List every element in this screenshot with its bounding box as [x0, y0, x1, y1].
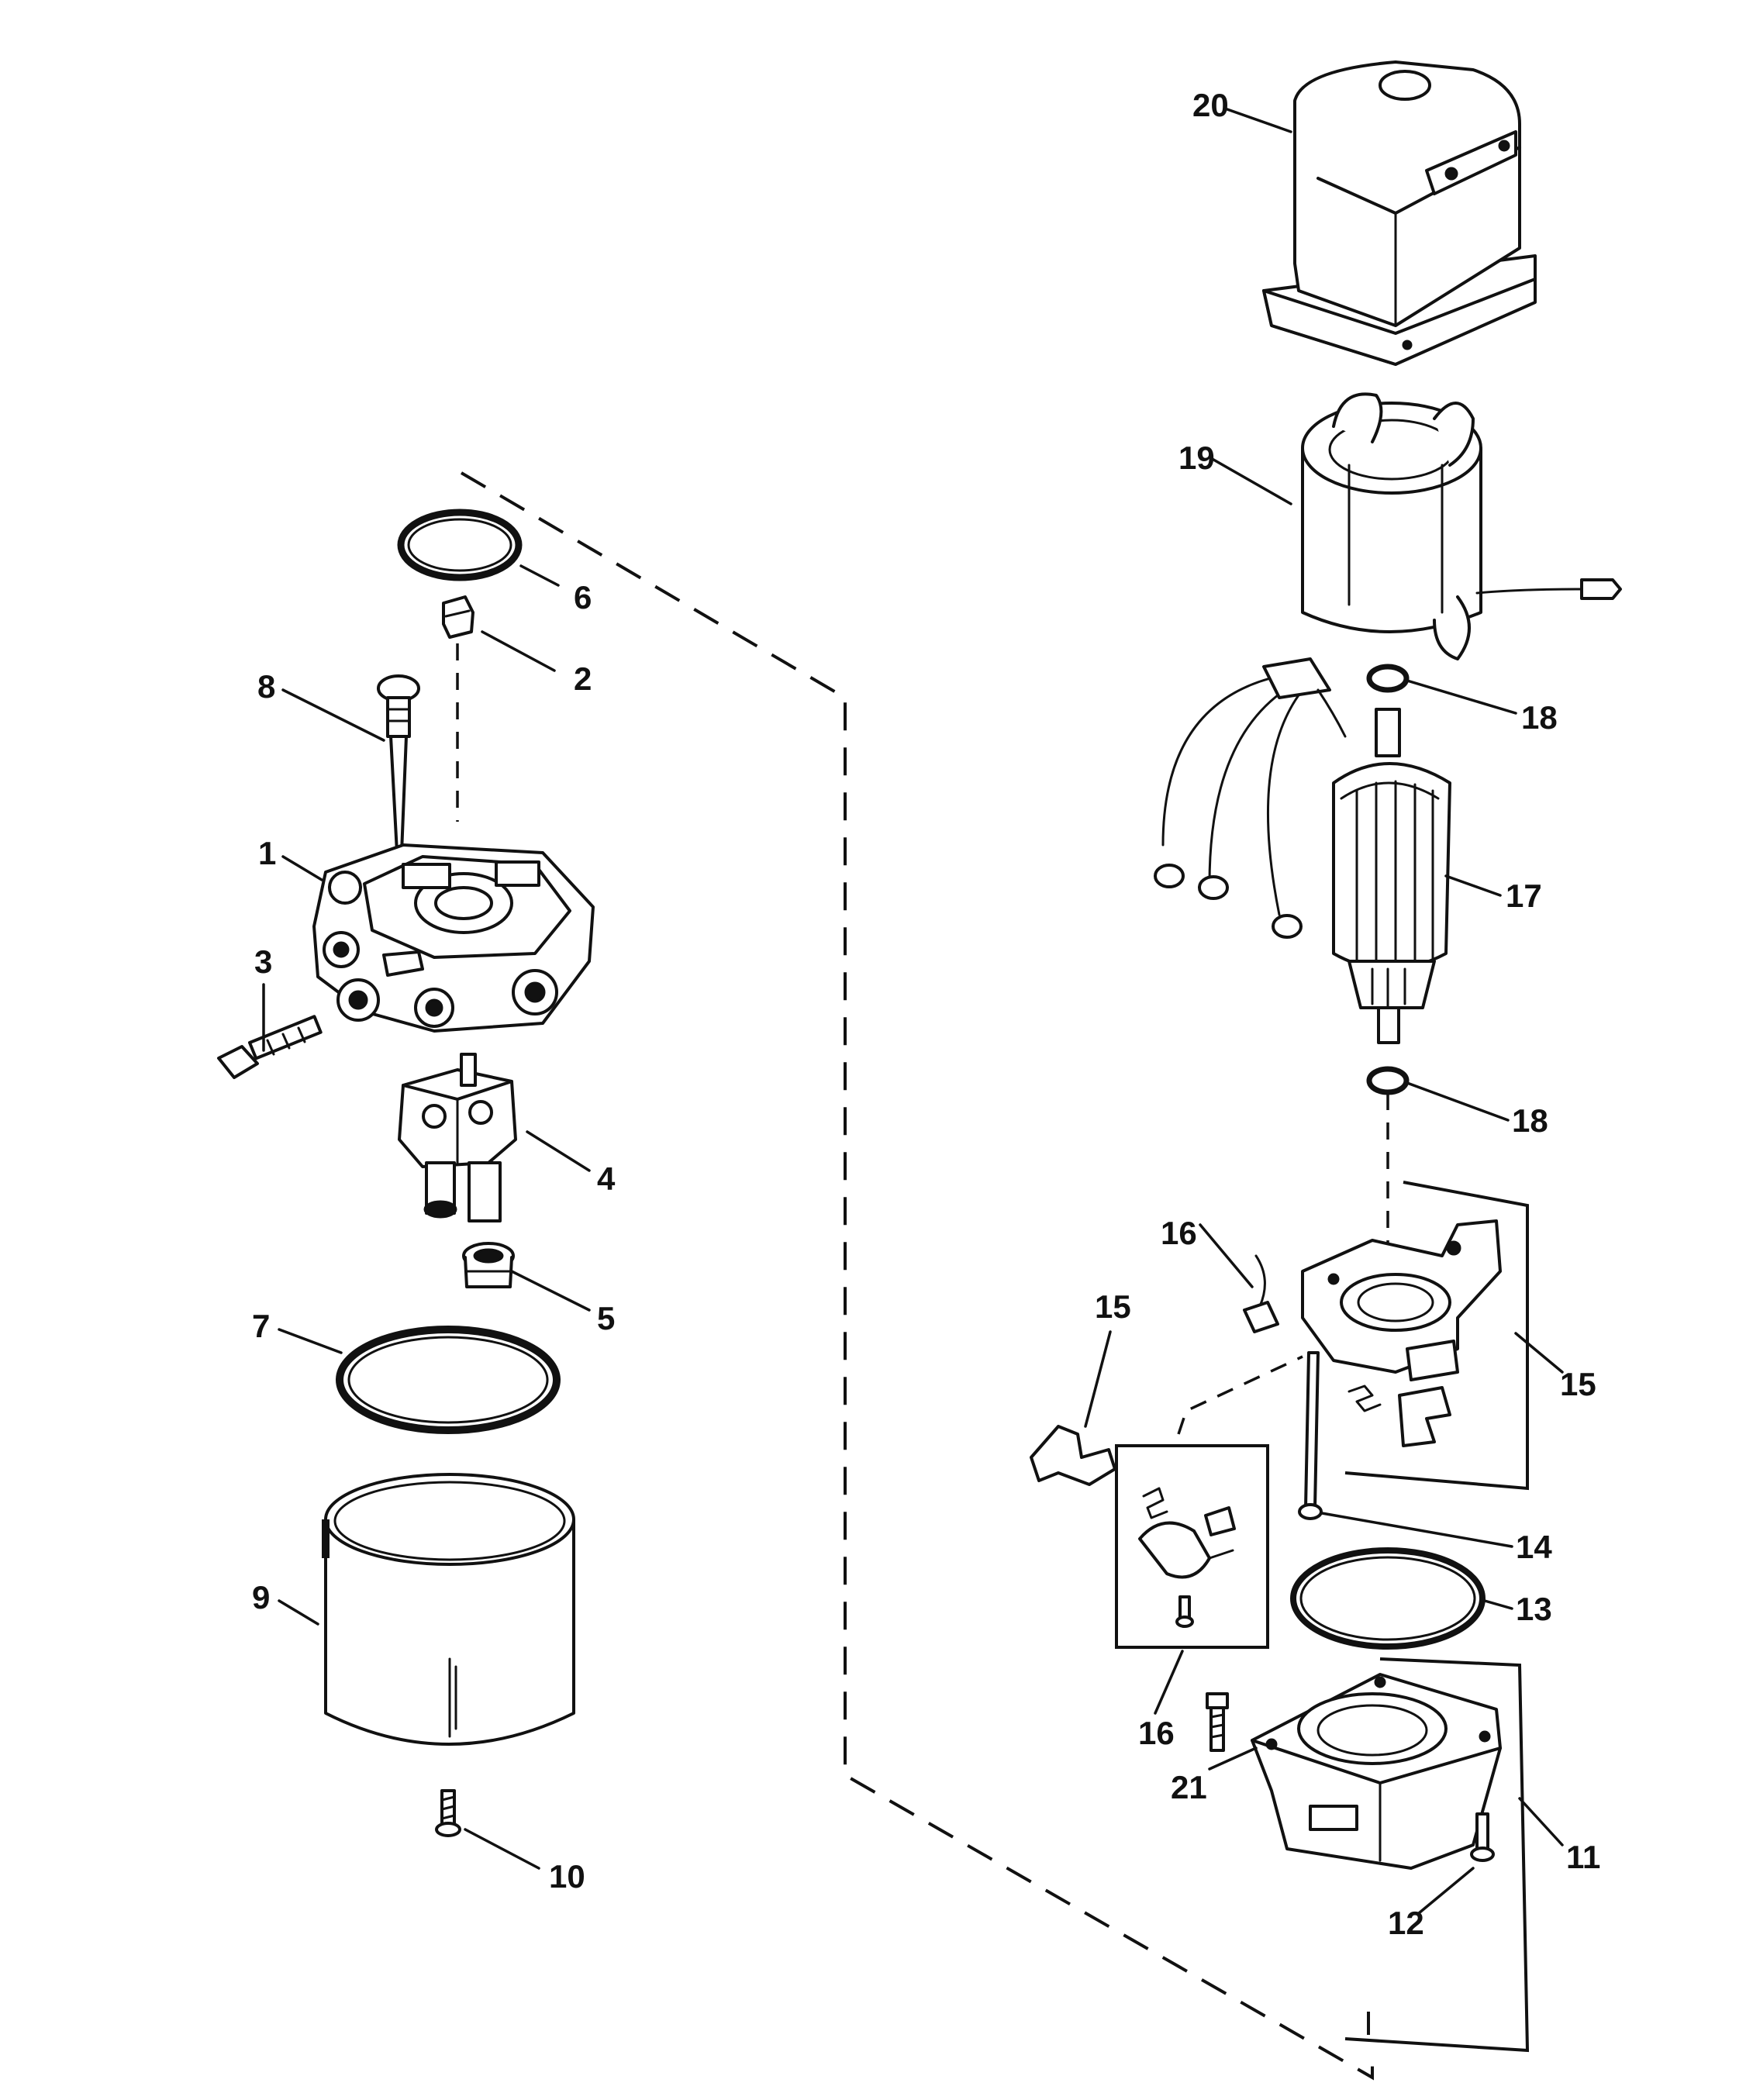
part-13-o-ring: [1290, 1547, 1486, 1650]
part-18-washer-lower: [1366, 1066, 1410, 1095]
callout-16-upper: 16: [1161, 1215, 1197, 1251]
part-5-fitting: [462, 1242, 515, 1288]
callout-21: 21: [1171, 1769, 1207, 1805]
part-16-brush-upper: [1243, 1254, 1279, 1333]
part-10-screw: [435, 1789, 461, 1837]
callout-20: 20: [1192, 87, 1229, 123]
part-21-bolt: [1206, 1692, 1229, 1752]
part-14-thru-bolt: [1298, 1351, 1323, 1520]
callout-9: 9: [252, 1579, 270, 1616]
callout-5: 5: [597, 1300, 615, 1336]
callout-10: 10: [549, 1858, 585, 1895]
callout-1: 1: [258, 835, 276, 871]
part-19-field-housing: [1301, 392, 1622, 660]
part-15-brush-plate: [1301, 1219, 1502, 1381]
leader-lines: [262, 107, 1564, 1915]
part-20-motor-cover: [1262, 60, 1537, 366]
part-9-reservoir: [322, 1473, 575, 1746]
callout-15-right: 15: [1560, 1366, 1596, 1402]
part-15-spring-and-clip: [1348, 1384, 1451, 1447]
part-19-lead-wires: [1154, 657, 1347, 939]
callout-7: 7: [252, 1308, 270, 1344]
part-16-brush-detail-box: [1115, 1444, 1269, 1649]
callout-18-lower: 18: [1512, 1102, 1548, 1139]
part-4-valve-block: [398, 1053, 517, 1222]
part-6-o-ring: [397, 509, 523, 581]
callout-4: 4: [597, 1160, 616, 1197]
callout-6: 6: [574, 579, 592, 616]
part-8-fill-screw: [377, 674, 420, 854]
callout-2: 2: [574, 660, 592, 697]
callout-13: 13: [1516, 1591, 1552, 1627]
callout-8: 8: [257, 668, 275, 705]
part-15-brush-clip-left: [1030, 1425, 1116, 1486]
bracket-part-15: [1344, 1181, 1529, 1491]
part-3-screw: [217, 1015, 323, 1079]
callout-12: 12: [1388, 1905, 1424, 1941]
part-2-plug: [442, 595, 474, 639]
callout-19: 19: [1178, 440, 1215, 476]
callout-14: 14: [1516, 1529, 1552, 1565]
part-18-washer-upper: [1366, 664, 1410, 693]
assembly-dashed-outline: [460, 471, 1374, 2081]
callout-16-lower: 16: [1138, 1715, 1175, 1751]
callout-labels: 20 19 18 17 18 16 15 15 14 13 16 21 11 1…: [252, 87, 1600, 1941]
part-7-o-ring: [336, 1326, 561, 1434]
callout-17: 17: [1506, 878, 1542, 914]
callout-18-upper: 18: [1521, 699, 1558, 736]
centerline-brush: [1177, 1355, 1303, 1435]
callout-3: 3: [254, 943, 272, 980]
callout-11: 11: [1566, 1839, 1600, 1875]
part-11-end-cap: [1251, 1673, 1502, 1870]
part-1-pump-body: [312, 843, 595, 1033]
callout-15-left: 15: [1095, 1288, 1131, 1325]
part-12-screw: [1470, 1812, 1495, 1862]
part-17-armature: [1332, 708, 1451, 1044]
bracket-part-11: [1344, 1657, 1530, 2053]
